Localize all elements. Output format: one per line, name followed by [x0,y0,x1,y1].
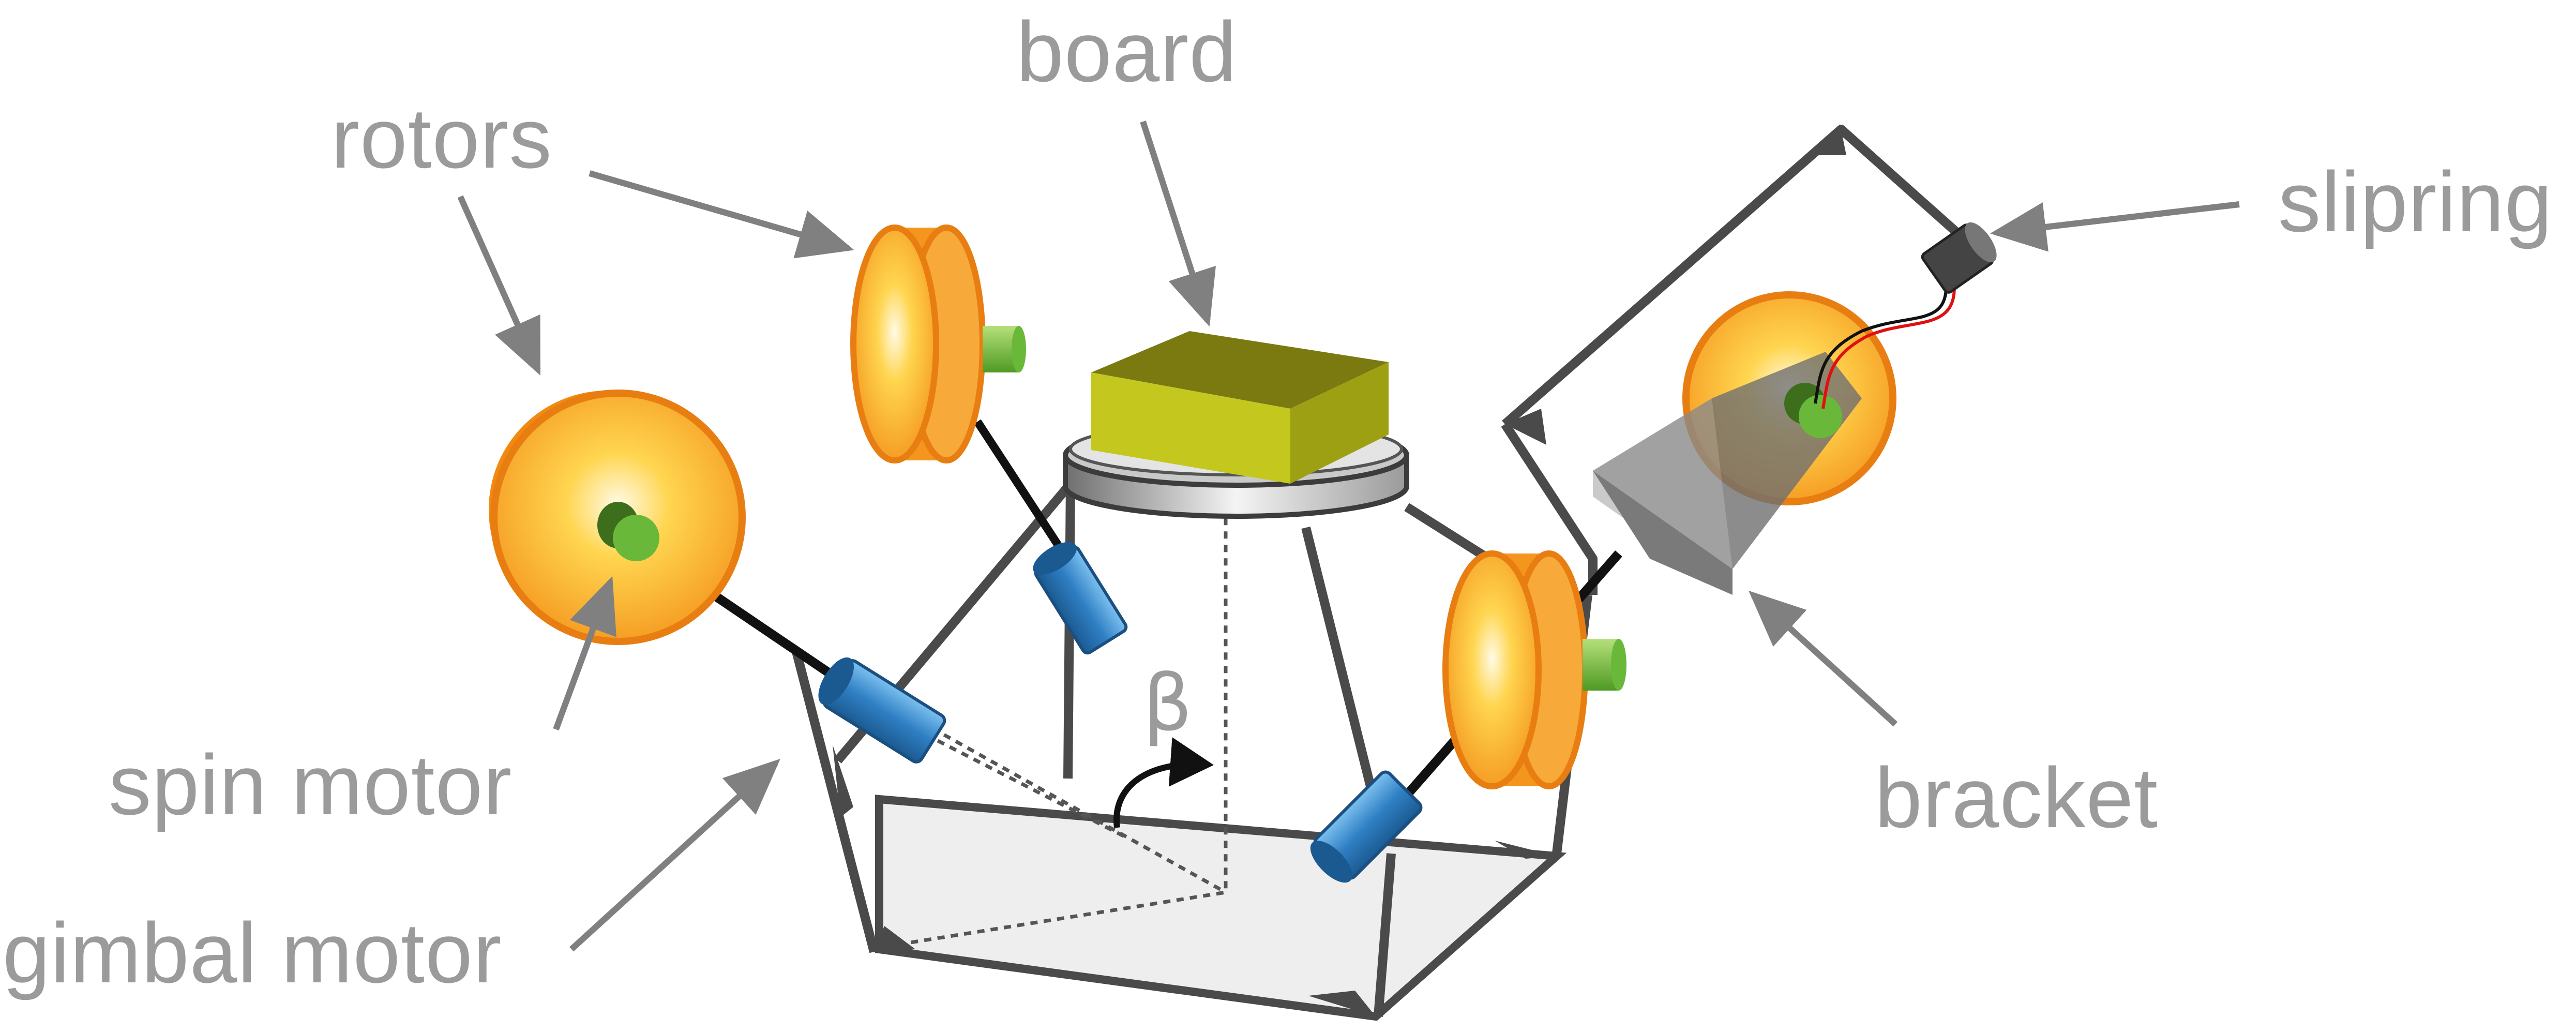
slipring-icon [1921,222,1997,294]
rotor-arm-upper [974,419,1064,551]
gimbal-motor-cylinder-icon [818,657,946,764]
spin-motor-cylinder-icon [1310,770,1423,883]
rotor-disc-icon [489,390,746,645]
axis-dotted-left [925,732,1128,840]
rotor-disc-icon [850,225,1026,463]
slipring-wires [1814,268,1956,409]
arrow-slipring [1990,201,2240,252]
arrow-bracket [1749,590,1898,727]
arrow-rotors-left [457,195,541,376]
bracket-icon [1593,352,1862,595]
frame-gussets [833,129,1846,1016]
label-board: board [1016,4,1238,99]
spin-motor-cylinder-icon [1033,542,1128,655]
arrow-rotors-upper [589,170,854,259]
axle-icon [1784,383,1842,438]
label-spin-motor: spin motor [109,737,513,832]
label-angle-beta: β [1143,659,1193,749]
label-gimbal-motor: gimbal motor [3,905,502,1000]
rotor-disc-icon [1442,550,1626,789]
curved-arrow-icon [1113,737,1214,828]
board-box-icon [1091,331,1389,484]
label-bracket: bracket [1875,750,2159,845]
arrow-spin-motor [553,576,616,731]
arrow-gimbal-motor [569,758,780,952]
label-arrows [457,121,2240,952]
arrow-board [1140,121,1216,327]
label-rotors: rotors [331,91,552,186]
label-slipring: slipring [2278,154,2553,249]
